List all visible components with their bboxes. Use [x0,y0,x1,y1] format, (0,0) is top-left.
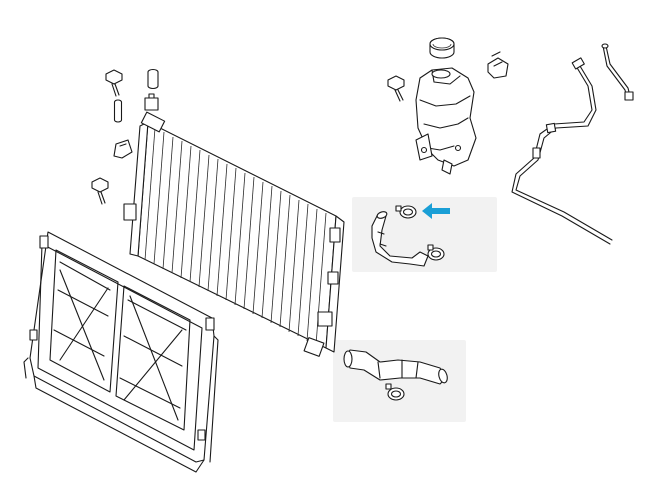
bolt-icon [387,75,405,102]
lower-hose[interactable] [343,349,449,385]
ghost-label-areas [333,197,497,422]
overflow-line[interactable] [511,43,634,245]
rubber-isolators[interactable] [113,68,159,123]
bolt-icon [105,69,123,97]
fan-shroud[interactable] [23,231,219,473]
bushing-icon [144,93,159,111]
bushing-icon [147,68,159,90]
hose-clamps[interactable] [385,205,445,401]
bolt-icon [91,177,109,205]
callout-arrow-icon [422,203,450,219]
clamp-icon [427,244,445,261]
clamp-icon [395,205,417,219]
pin-icon [113,99,123,123]
clamp-icon [385,383,405,401]
reservoir-cap[interactable] [429,37,455,59]
upper-hose[interactable] [371,210,429,267]
radiator[interactable] [123,111,345,357]
coolant-reservoir[interactable] [415,67,477,175]
mounting-bracket[interactable] [487,51,509,79]
mounting-bracket[interactable] [113,139,133,159]
bolts[interactable] [91,69,405,205]
